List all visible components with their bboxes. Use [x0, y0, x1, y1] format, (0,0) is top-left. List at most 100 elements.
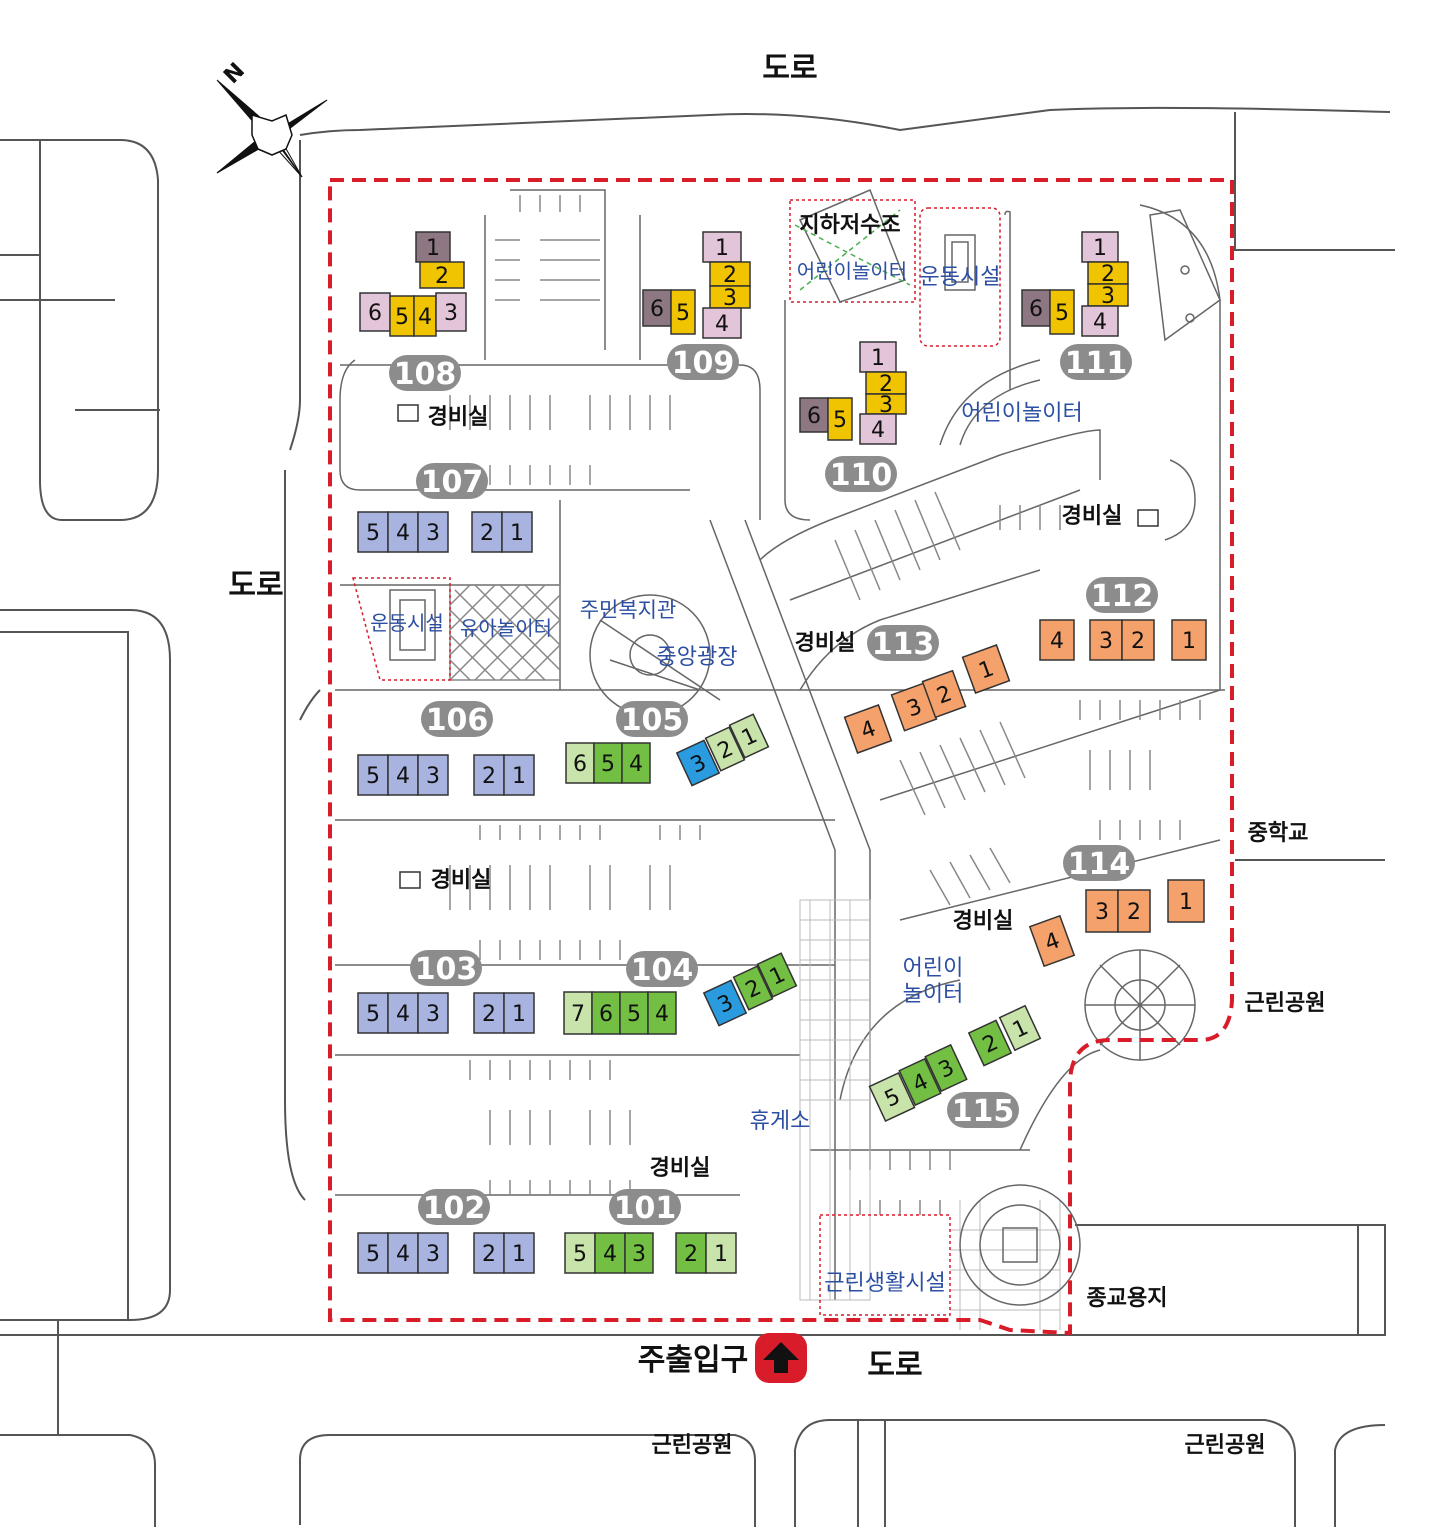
unit-block	[387, 511, 419, 553]
unit-block	[967, 1019, 1013, 1067]
building-number: 104	[631, 953, 694, 988]
up-arrow-icon	[755, 1333, 807, 1383]
unit-cell: 5	[1049, 289, 1075, 335]
unit-number: 1	[1179, 890, 1193, 915]
guard-room-113-label: 경비실	[795, 631, 856, 656]
unit-number: 3	[632, 1242, 646, 1267]
building-number: 112	[1091, 579, 1154, 614]
unit-block	[417, 511, 449, 553]
unit-number: 6	[599, 1002, 613, 1027]
unit-cell: 5	[868, 1072, 916, 1122]
parking-stripes	[449, 195, 1201, 1215]
unit-cell: 3	[1087, 283, 1129, 309]
surrounding-streets	[0, 106, 1395, 1527]
unit-cell: 2	[1087, 261, 1129, 287]
unit-number: 1	[714, 1242, 728, 1267]
building-badge: 106	[421, 701, 493, 738]
unit-block	[619, 991, 649, 1035]
building-number: 106	[426, 703, 489, 738]
unit-cell: 5	[670, 289, 696, 335]
unit-number: 4	[396, 1242, 410, 1267]
unit-cell: 3	[417, 1232, 449, 1274]
badge-pill	[416, 463, 488, 499]
unit-cell: 3	[702, 979, 748, 1027]
unit-block	[357, 1232, 389, 1274]
unit-number: 2	[435, 264, 449, 289]
unit-cell: 6	[591, 991, 621, 1035]
building-badge: 113	[867, 625, 939, 662]
unit-cell: 4	[387, 1232, 419, 1274]
unit-number: 5	[366, 1002, 380, 1027]
unit-number: 3	[1101, 284, 1115, 309]
unit-block	[1089, 619, 1123, 661]
building-number: 101	[614, 1191, 677, 1226]
unit-block	[1081, 231, 1119, 263]
unit-cell: 4	[859, 413, 897, 445]
unit-block	[1081, 305, 1119, 337]
unit-number: 2	[482, 764, 496, 789]
unit-cell: 7	[563, 991, 593, 1035]
compass-icon	[216, 79, 328, 178]
badge-pill	[410, 950, 482, 986]
unit-block	[415, 231, 451, 263]
unit-block	[621, 742, 651, 784]
unit-block	[868, 1072, 916, 1122]
unit-cell: 4	[843, 704, 893, 754]
unit-cell: 3	[1085, 889, 1119, 933]
unit-cell: 5	[389, 295, 415, 337]
unit-cell: 3	[435, 292, 467, 332]
unit-cell: 4	[1028, 914, 1076, 968]
unit-cell: 1	[1167, 879, 1205, 923]
building-badge: 114	[1063, 845, 1135, 882]
badge-pill	[1063, 845, 1135, 881]
unit-block	[624, 1232, 654, 1274]
badge-pill	[1060, 344, 1132, 380]
unit-block	[417, 754, 449, 796]
building-number: 114	[1068, 847, 1131, 882]
unit-number: 1	[512, 1002, 526, 1027]
building-badge: 110	[825, 456, 897, 493]
playground-115-label-2: 놀이터	[903, 982, 964, 1007]
middle-school-label: 중학교	[1248, 821, 1309, 846]
unit-block	[642, 289, 672, 327]
unit-cell: 6	[642, 289, 672, 327]
sports-left-label: 운동시설	[370, 611, 444, 635]
unit-cell: 1	[702, 231, 742, 263]
unit-cell: 5	[357, 754, 389, 796]
unit-block	[591, 991, 621, 1035]
unit-number: 2	[1131, 629, 1145, 654]
unit-cell: 2	[1117, 889, 1151, 933]
building-number: 105	[621, 703, 684, 738]
building-number: 108	[394, 357, 457, 392]
unit-cell: 4	[621, 742, 651, 784]
building-badge: 108	[389, 355, 461, 392]
playground-top-label: 어린이놀이터	[797, 259, 907, 283]
unit-block	[389, 295, 415, 337]
unit-number: 6	[1029, 297, 1043, 322]
unit-cell: 5	[357, 511, 389, 553]
unit-block	[705, 1232, 737, 1274]
unit-number: 6	[368, 301, 382, 326]
unit-cell: 2	[471, 511, 503, 553]
unit-cell: 4	[387, 511, 419, 553]
unit-cell: 1	[501, 511, 533, 553]
unit-block	[594, 1232, 626, 1274]
unit-cell: 3	[675, 739, 721, 787]
badge-pill	[947, 1092, 1019, 1128]
unit-number: 4	[655, 1002, 669, 1027]
water-tank-shape	[389, 189, 976, 661]
park-right-label: 근린공원	[1245, 991, 1326, 1016]
unit-number: 3	[444, 301, 458, 326]
unit-number: 5	[601, 752, 615, 777]
unit-block	[1167, 879, 1205, 923]
badge-pill	[867, 625, 939, 661]
building-number: 109	[672, 346, 735, 381]
playground-arc	[939, 359, 1041, 446]
unit-cell: 2	[921, 669, 967, 719]
religious-site-label: 종교용지	[1087, 1286, 1168, 1311]
